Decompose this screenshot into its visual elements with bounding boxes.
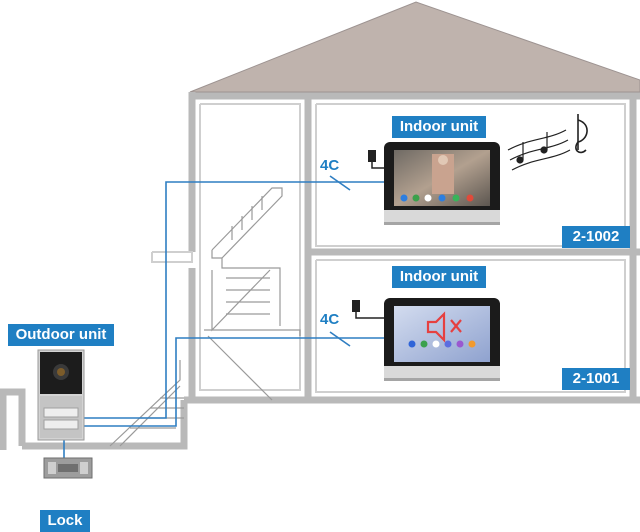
lock-device [43,457,93,479]
upper-indoor-unit-label: Indoor unit [392,116,486,138]
house-roof [189,1,640,93]
mute-speaker-icon [426,311,462,343]
lower-wire-label: 4C [320,311,340,328]
wiring [63,175,392,462]
room-number-upper: 2-1002 [562,226,630,248]
lock-label: Lock [40,510,90,532]
outdoor-unit-label: Outdoor unit [8,324,114,346]
staircase [109,187,301,447]
wire-to-upper-indoor-unit [80,181,392,419]
wire-to-lower-indoor-unit [80,337,392,427]
music-notes-icon [507,114,588,171]
upper-indoor-monitor [384,142,500,225]
outdoor-unit-device [37,349,85,441]
upper-wire-label: 4C [320,157,340,174]
house-structure [0,92,640,450]
room-number-lower: 2-1001 [562,368,630,390]
lower-indoor-monitor [384,298,500,381]
lower-indoor-unit-label: Indoor unit [392,266,486,288]
